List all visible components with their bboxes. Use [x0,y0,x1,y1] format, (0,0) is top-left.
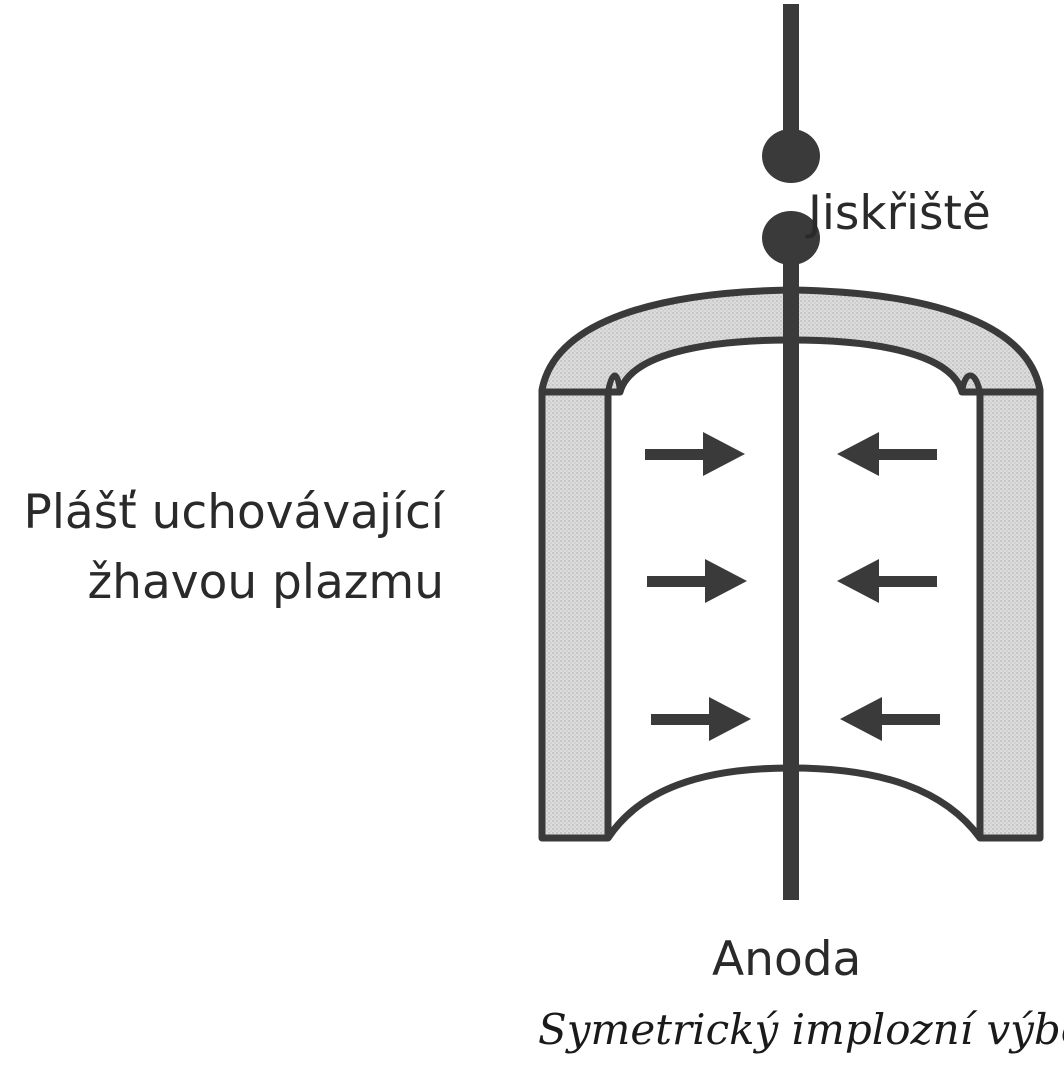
shell-inner-left-rim [605,372,623,393]
shell-inner-right-rim [959,372,983,393]
spark-gap-label: Jiskřiště [808,186,991,241]
arrow-right-row1 [837,432,937,476]
arrow-left-row2 [647,559,747,603]
anode-label: Anoda [712,932,862,987]
arrow-left-row3 [651,697,751,741]
arrow-right-row3 [840,697,940,741]
shell-right-wall [976,388,1044,842]
plasma-shell-label: Plášť uchovávající žhavou plazmu [0,478,444,618]
arrow-right-row2 [837,559,937,603]
anode-rod [783,250,799,900]
plasma-shell-label-line2: žhavou plazmu [87,555,445,610]
lower-electrode-ball [762,211,820,265]
shell-left-wall [538,388,612,842]
plasma-shell-label-line1: Plášť uchovávající [23,485,444,540]
upper-electrode-ball [762,129,820,183]
upper-electrode-rod [783,4,799,142]
figure-caption: Symetrický implozní výboj [538,1005,1064,1054]
arrow-left-row1 [645,432,745,476]
